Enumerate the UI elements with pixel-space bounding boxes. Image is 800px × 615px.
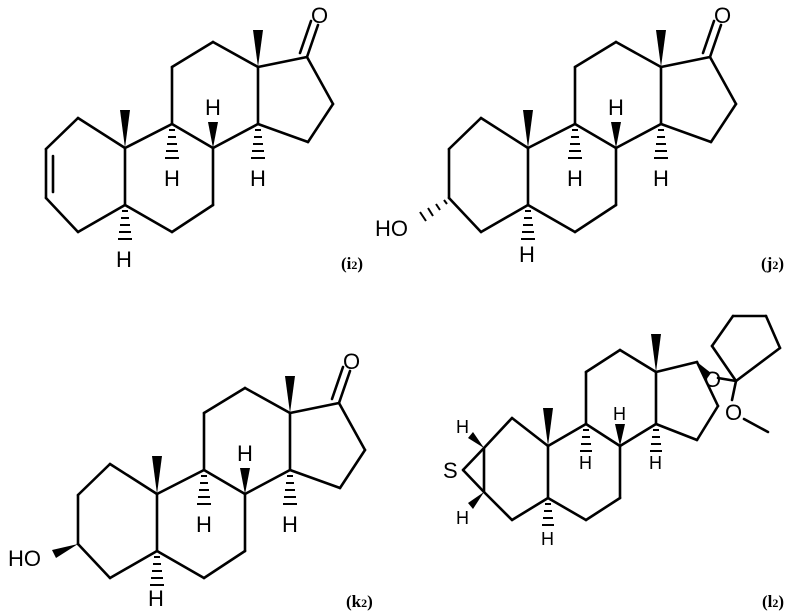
structure-label: (j2) — [761, 254, 784, 273]
structure-j2: O HO H H H H (j2) — [375, 3, 784, 273]
skeleton-bonds — [44, 19, 335, 234]
hydrogen-label: H — [567, 166, 583, 191]
hydrogen-label: H — [148, 586, 164, 611]
hydrogen-label: H — [653, 166, 669, 191]
sulfur-atom: S — [443, 458, 458, 483]
stereo-bonds — [468, 334, 711, 526]
skeleton-bonds — [461, 314, 782, 522]
oxygen-atom: O — [714, 3, 731, 28]
hydrogen-label: H — [613, 404, 626, 424]
stereo-bonds — [118, 30, 265, 240]
oxygen-atom: O — [704, 367, 721, 392]
hydrogen-label: H — [205, 95, 221, 120]
hydrogen-label: H — [649, 453, 662, 473]
structure-i2: O H H H H (i2) — [44, 3, 363, 273]
hydrogen-label: H — [579, 453, 592, 473]
hydrogen-label: H — [116, 247, 132, 272]
hydrogen-label: H — [250, 166, 266, 191]
hydrogen-label: H — [164, 166, 180, 191]
oxygen-atom: O — [725, 400, 742, 425]
stereo-bonds — [52, 376, 297, 586]
hydroxyl-group: HO — [375, 216, 408, 241]
hydrogen-label: H — [608, 95, 624, 120]
structure-label: (l2) — [762, 592, 784, 611]
skeleton-bonds — [447, 19, 738, 234]
hydrogen-label: H — [541, 529, 554, 549]
stereo-bonds — [419, 30, 668, 240]
hydrogen-label: H — [196, 512, 212, 537]
hydrogen-label: H — [456, 417, 469, 437]
structure-l2: O O S H H H H H H (l2) — [443, 314, 784, 611]
structure-k2: O HO H H H H (k2) — [8, 349, 373, 611]
structure-label: (k2) — [346, 592, 373, 611]
structure-label: (i2) — [341, 254, 363, 273]
hydroxyl-group: HO — [8, 546, 41, 571]
hydrogen-label: H — [519, 242, 535, 267]
oxygen-atom: O — [311, 3, 328, 28]
hydrogen-label: H — [456, 508, 469, 528]
hydrogen-label: H — [237, 441, 253, 466]
hydrogen-label: H — [282, 512, 298, 537]
skeleton-bonds — [76, 365, 367, 580]
oxygen-atom: O — [343, 349, 360, 374]
